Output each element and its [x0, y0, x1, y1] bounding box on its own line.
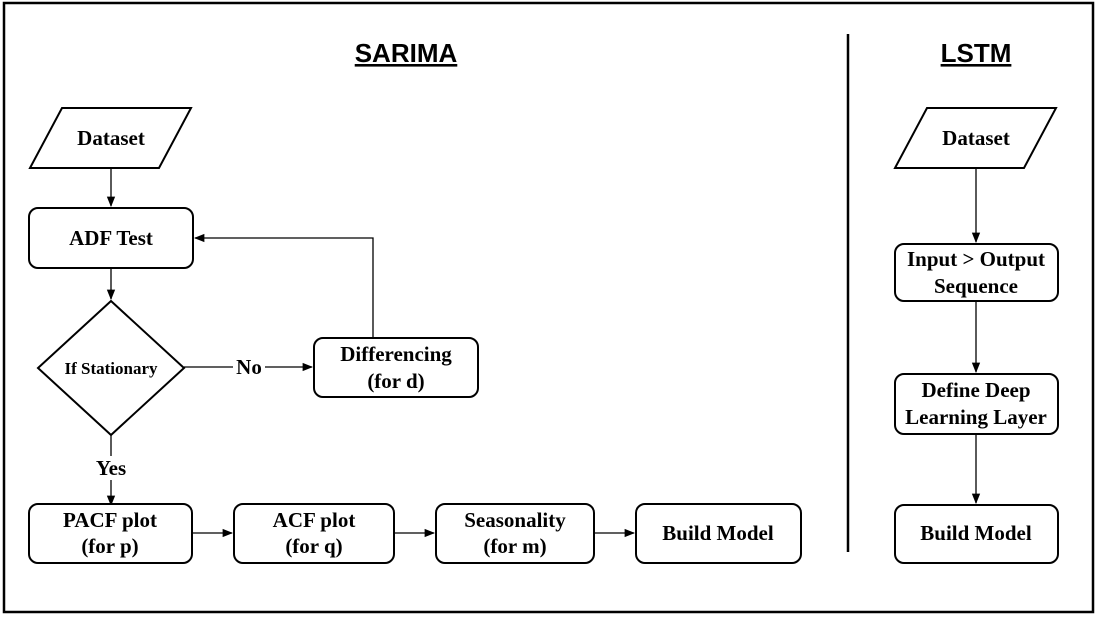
- lstm-build-model-label: Build Model: [920, 521, 1032, 545]
- sequence-label: Input > Output: [907, 247, 1045, 271]
- seasonality-sublabel: (for m): [483, 534, 546, 558]
- sarima-build-model-label: Build Model: [662, 521, 774, 545]
- lstm-build-model-node: Build Model: [894, 504, 1059, 564]
- sarima-build-model-node: Build Model: [635, 503, 802, 564]
- sequence-node: Input > Output Sequence: [894, 243, 1059, 302]
- pacf-node: PACF plot (for p): [28, 503, 193, 564]
- acf-node: ACF plot (for q): [233, 503, 395, 564]
- sarima-title: SARIMA: [355, 38, 458, 68]
- layer-sublabel: Learning Layer: [905, 405, 1047, 429]
- decision-label: If Stationary: [64, 359, 158, 378]
- adf-test-node: ADF Test: [28, 207, 194, 269]
- no-label: No: [236, 355, 262, 379]
- sequence-sublabel: Sequence: [934, 274, 1018, 298]
- no-label-bg: [233, 355, 265, 379]
- differencing-label: Differencing: [340, 342, 452, 366]
- edge-differencing-adf: [193, 233, 374, 337]
- differencing-node: Differencing (for d): [313, 337, 479, 398]
- pacf-sublabel: (for p): [81, 534, 138, 558]
- seasonality-label: Seasonality: [464, 508, 566, 532]
- pacf-label: PACF plot: [63, 508, 157, 532]
- lstm-title: LSTM: [941, 38, 1012, 68]
- seasonality-node: Seasonality (for m): [435, 503, 595, 564]
- acf-label: ACF plot: [273, 508, 356, 532]
- lstm-dataset-label: Dataset: [942, 126, 1010, 150]
- sarima-dataset-label: Dataset: [77, 126, 145, 150]
- acf-sublabel: (for q): [285, 534, 342, 558]
- deep-learning-layer-node: Define Deep Learning Layer: [894, 373, 1059, 435]
- adf-test-label: ADF Test: [69, 226, 153, 250]
- sarima-dataset-node: Dataset: [28, 107, 193, 169]
- stationary-decision-node: If Stationary: [36, 299, 186, 437]
- yes-label-bg: [92, 456, 130, 480]
- differencing-sublabel: (for d): [367, 369, 424, 393]
- lstm-dataset-node: Dataset: [893, 107, 1058, 169]
- layer-label: Define Deep: [921, 378, 1030, 402]
- yes-label: Yes: [96, 456, 126, 480]
